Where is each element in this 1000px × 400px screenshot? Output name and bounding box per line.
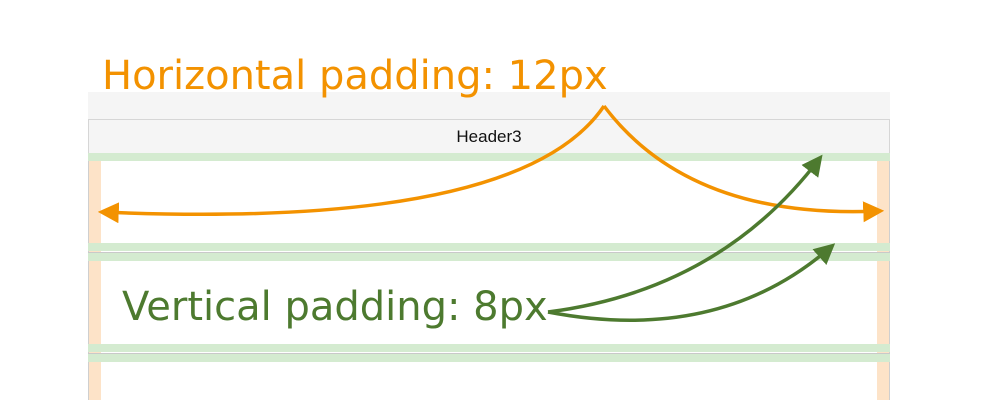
horizontal-arrow-right [602, 104, 885, 223]
vertical-arrow-lower [547, 243, 836, 322]
row-divider [88, 353, 890, 354]
grid-top-strip [88, 92, 890, 120]
vertical-padding-annotation: Vertical padding: 8px [122, 284, 548, 330]
row2-bottom-padding-band [88, 344, 890, 352]
row1-top-padding-band [88, 153, 890, 161]
row-divider [88, 252, 890, 253]
header-cell-title: Header3 [456, 126, 522, 146]
row1-bottom-padding-band [88, 243, 890, 251]
row3-top-padding-band [88, 354, 890, 362]
horizontal-arrow-left [97, 105, 606, 224]
horizontal-padding-annotation: Horizontal padding: 12px [102, 53, 608, 99]
grid-header-cell: Header3 [88, 119, 890, 153]
row2-top-padding-band [88, 253, 890, 261]
vertical-arrow-upper [547, 154, 823, 314]
